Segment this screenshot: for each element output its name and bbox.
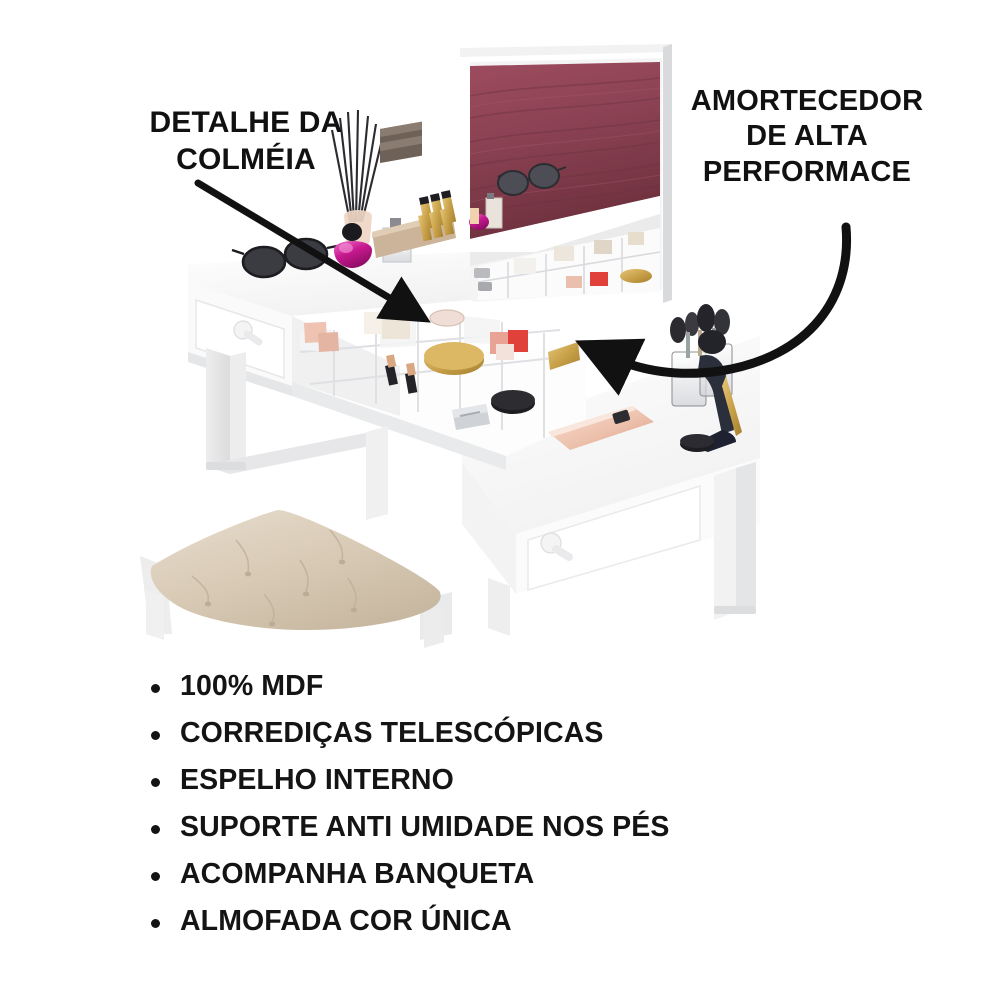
- lipstick-pair: [385, 354, 418, 394]
- feature-item: 100% MDF: [140, 663, 900, 710]
- feature-item: SUPORTE ANTI UMIDADE NOS PÉS: [140, 804, 900, 851]
- feature-item: CORREDIÇAS TELESCÓPICAS: [140, 710, 900, 757]
- callout-amortecedor: AMORTECEDOR DE ALTA PERFORMACE: [690, 85, 924, 188]
- desk-legs: [206, 348, 756, 636]
- product-illustration: [140, 44, 760, 648]
- mirror-panel: [460, 44, 672, 313]
- feature-item: ESPELHO INTERNO: [140, 757, 900, 804]
- callout-detalhe-colmeia: DETALHE DA COLMÉIA: [149, 106, 343, 176]
- right-drawer: [462, 458, 760, 594]
- compact-powder: [680, 434, 714, 452]
- foot-support: [206, 462, 756, 614]
- feature-item: ALMOFADA COR ÚNICA: [140, 898, 900, 945]
- organizer-contents: [304, 309, 580, 430]
- mirror-hinge: [474, 268, 492, 291]
- feature-item: ACOMPANHA BANQUETA: [140, 851, 900, 898]
- reflected-perfume: [469, 193, 503, 230]
- drawer-knob: [233, 320, 263, 346]
- gold-lipsticks: [418, 190, 457, 242]
- silver-clutch: [452, 404, 490, 430]
- bench: [140, 508, 452, 648]
- cushion: [150, 510, 441, 631]
- drawer-knob: [540, 532, 573, 561]
- rose-gold-phone: [548, 406, 654, 450]
- feature-list: 100% MDF CORREDIÇAS TELESCÓPICAS ESPELHO…: [140, 663, 900, 945]
- reflected-sunglasses: [497, 163, 567, 196]
- honeycomb-organizer: [292, 300, 586, 470]
